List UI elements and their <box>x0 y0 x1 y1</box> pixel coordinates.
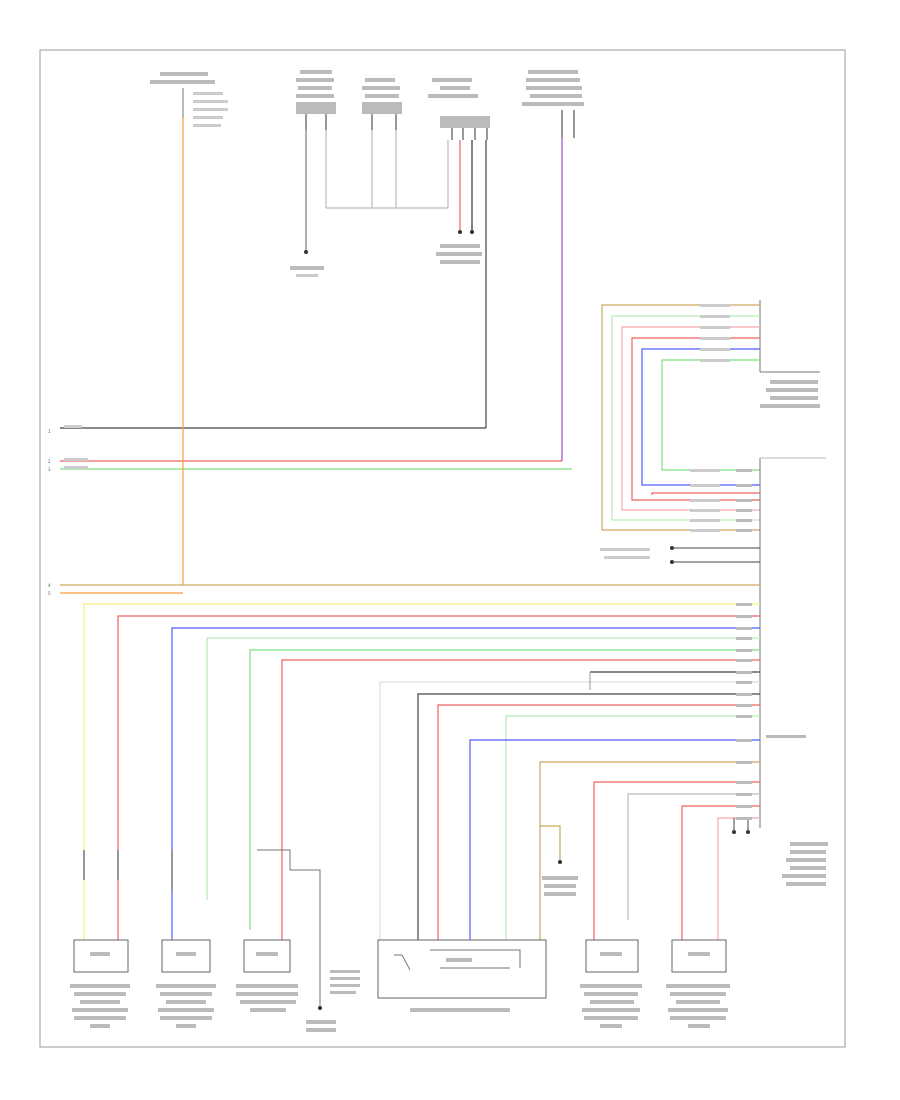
upper-wire-bundle <box>601 304 760 531</box>
bottom-component-1 <box>70 850 130 1028</box>
right-main-connector <box>759 457 828 886</box>
main-wires <box>60 584 760 940</box>
svg-text:4: 4 <box>48 583 51 588</box>
diagram-border <box>39 49 846 1048</box>
top-component-3 <box>362 78 402 130</box>
svg-text:1: 1 <box>48 429 51 434</box>
svg-text:3: 3 <box>48 467 51 472</box>
top-wires <box>60 118 572 585</box>
bottom-ground-marks <box>732 818 750 834</box>
bottom-component-4 <box>377 939 547 1012</box>
wire-tags <box>600 304 760 564</box>
svg-text:5: 5 <box>48 591 51 596</box>
bottom-component-2 <box>156 850 216 1028</box>
bottom-component-6 <box>580 939 642 1028</box>
bottom-component-7 <box>666 939 730 1028</box>
svg-text:2: 2 <box>48 459 51 464</box>
right-upper-connector <box>759 300 820 408</box>
pin-ticks <box>736 469 752 820</box>
left-markers: 1 2 3 4 5 <box>48 425 88 596</box>
top-component-1 <box>150 72 228 127</box>
bottom-component-5 <box>542 860 578 896</box>
top-component-2 <box>296 70 336 130</box>
top-component-4 <box>428 78 490 140</box>
top-component-5 <box>522 70 584 138</box>
bottom-component-3 <box>236 849 360 1032</box>
